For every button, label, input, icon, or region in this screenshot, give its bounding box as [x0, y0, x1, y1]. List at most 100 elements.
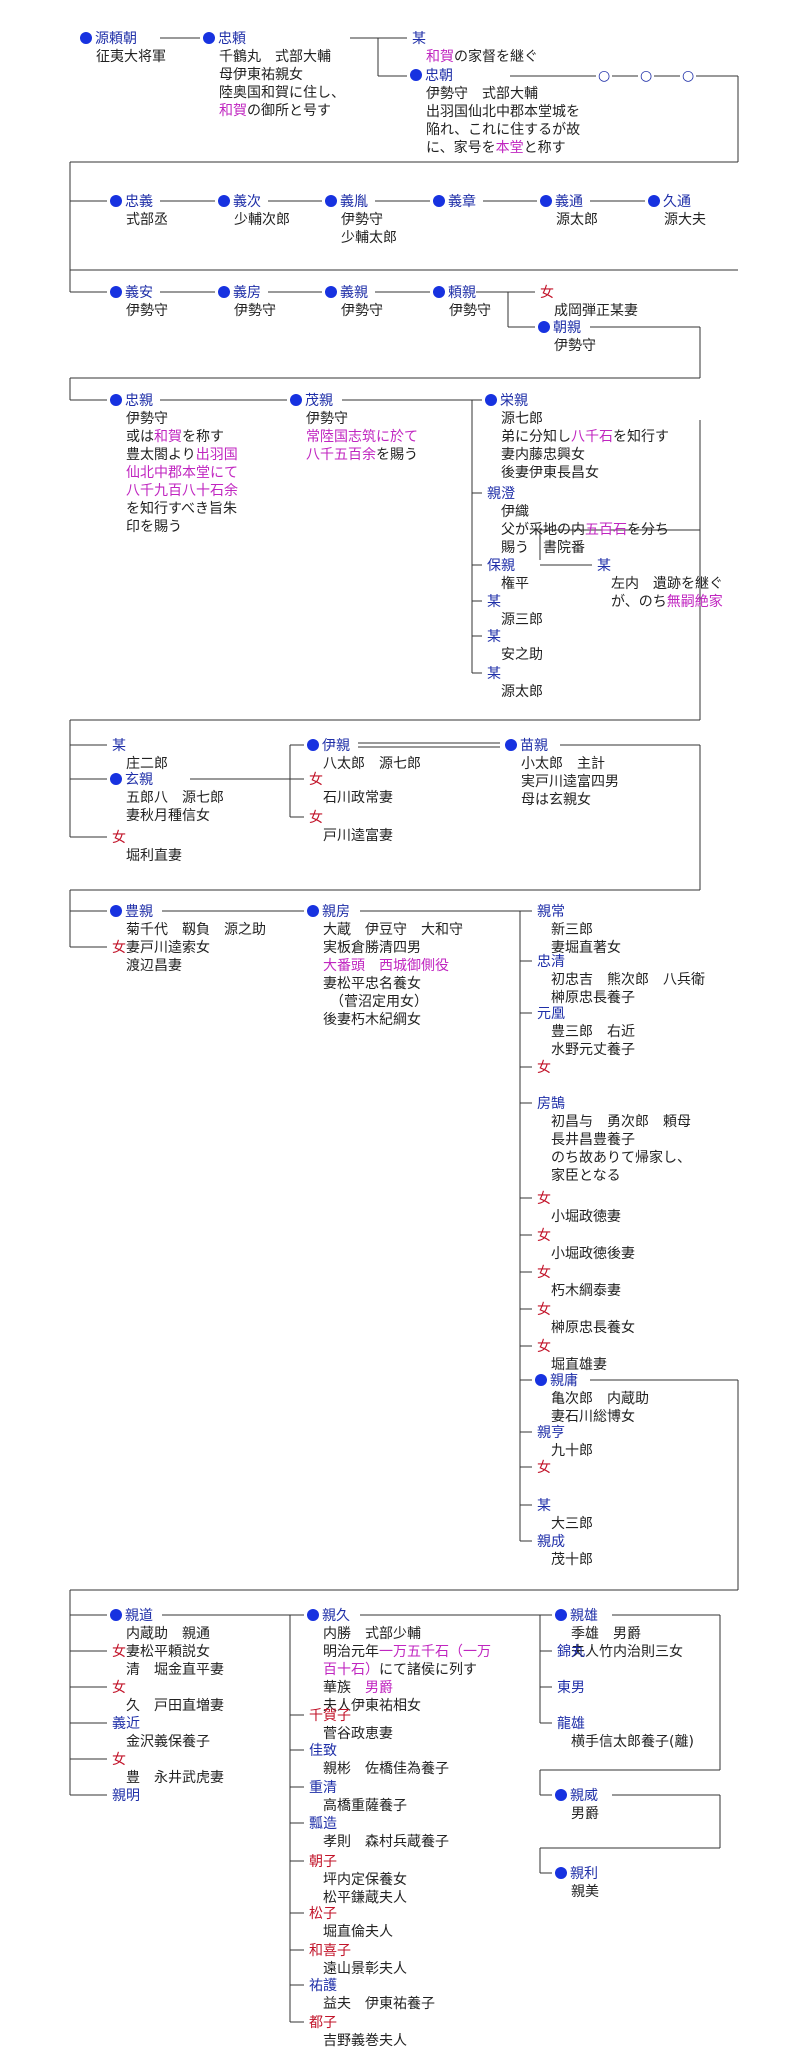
detail-text: にて諸侯に列す	[379, 1662, 477, 1678]
person-detail-line: 水野元丈養子	[551, 1041, 635, 1058]
detail-text: 孝則 森村兵蔵養子	[323, 1833, 449, 1850]
detail-text: 少輔太郎	[341, 230, 397, 246]
person-detail-line: 権平	[501, 575, 529, 592]
person-detail-line: 陸奥国和賀に住し、	[219, 84, 345, 101]
detail-text: 豊三郎 右近	[551, 1024, 635, 1040]
detail-text: 清 堀金直平妻	[126, 1661, 224, 1678]
detail-text: 伊織	[501, 504, 529, 520]
heir-marker-icon	[555, 1867, 567, 1879]
person-detail-line: 伊織	[501, 504, 529, 520]
person-detail-line: 妻石川総博女	[551, 1408, 635, 1425]
person-detail-line: 坪内定保養女	[323, 1871, 407, 1888]
detail-text: のち故ありて帰家し、	[551, 1149, 691, 1166]
person-detail-line: 伊勢守	[126, 303, 168, 319]
person-name: 錦丸	[557, 1643, 585, 1660]
person-name: 義章	[448, 193, 476, 210]
person-detail-line: 八千五百余を賜う	[306, 446, 418, 463]
person-name: 親成	[537, 1534, 565, 1550]
detail-text: 菊千代 靱負 源之助	[126, 922, 266, 938]
detail-text: 金沢義保養子	[126, 1733, 210, 1750]
person-detail-line: 源大夫	[664, 212, 706, 228]
person-detail-line: が、のち無嗣絶家	[611, 593, 723, 610]
heir-marker-icon	[555, 1789, 567, 1801]
heir-marker-icon	[325, 286, 337, 298]
heir-marker-icon	[540, 195, 552, 207]
person-detail-line: 明治元年一万五千石（一万	[323, 1644, 491, 1660]
placeholder-mark: ○	[640, 68, 652, 84]
detail-text: 源太郎	[501, 684, 543, 700]
heir-marker-icon	[110, 195, 122, 207]
person-detail-line: 華族 男爵	[323, 1680, 393, 1696]
person-name: 女	[112, 939, 126, 956]
person-detail-line: 妻松平忠名養女	[323, 975, 421, 992]
person-name: 栄親	[500, 393, 528, 409]
person-name: 豊親	[125, 904, 153, 920]
person-detail-line: 百十石）にて諸侯に列す	[323, 1662, 477, 1678]
person-detail-line: 益夫 伊東祐養子	[323, 1995, 435, 2012]
detail-text: 後妻伊東長昌女	[501, 464, 599, 481]
person-detail-line: 夫人竹内治則三女	[571, 1643, 683, 1660]
person-name: 千賀子	[309, 1708, 351, 1724]
person-detail-line: 大三郎	[551, 1516, 593, 1532]
detail-text: 小太郎 主計	[521, 756, 605, 772]
detail-text: を賜う	[376, 447, 418, 463]
detail-text: 新三郎	[551, 922, 593, 938]
detail-text: 伊勢守	[341, 212, 383, 228]
highlight-text: 仙北中郡本堂にて	[126, 465, 238, 481]
node-n52: 女清 堀金直平妻	[112, 1643, 224, 1678]
person-detail-line: 伊勢守	[234, 303, 276, 319]
person-detail-line: 伊勢守 式部大輔	[426, 86, 538, 102]
person-name: 東男	[557, 1680, 585, 1696]
detail-text: 母伊東祐親女	[219, 66, 303, 83]
person-detail-line: 大番頭 西城御側役	[323, 958, 449, 974]
highlight-text: 本堂	[496, 140, 524, 156]
detail-text: 遠山景彰夫人	[323, 1960, 407, 1977]
person-detail-line: 妻秋月種信女	[126, 807, 210, 824]
person-name: 忠朝	[425, 68, 453, 84]
detail-text: 伊勢守	[126, 303, 168, 319]
detail-text: 渡辺昌妻	[126, 958, 182, 974]
detail-text: 久 戸田直増妻	[126, 1697, 224, 1714]
person-detail-line: 久 戸田直増妻	[126, 1697, 224, 1714]
person-detail-line: 伊勢守	[341, 303, 383, 319]
person-name: 忠義	[125, 193, 153, 210]
person-name: 松子	[309, 1906, 337, 1922]
person-detail-line: 茂十郎	[551, 1551, 593, 1568]
detail-text: 家臣となる	[551, 1167, 621, 1184]
detail-text: 成岡弾正某妻	[554, 303, 638, 319]
heir-marker-icon	[307, 1609, 319, 1621]
highlight-text: 八千石	[571, 429, 613, 445]
person-detail-line: 男爵	[571, 1806, 599, 1822]
person-detail-line: 松平鎌蔵夫人	[323, 1890, 407, 1906]
person-name: 伊親	[322, 738, 350, 754]
person-detail-line: 菅谷政恵妻	[323, 1726, 393, 1742]
person-detail-line: 榊原忠長養女	[551, 1319, 635, 1336]
person-detail-line: 季雄 男爵	[571, 1626, 641, 1642]
detail-text: 伊勢守	[554, 338, 596, 354]
person-detail-line: 小堀政徳妻	[551, 1209, 621, 1225]
person-detail-line: 源七郎	[501, 411, 543, 427]
highlight-text: 百十石）	[323, 1662, 379, 1678]
detail-text: 内蔵助 親通	[126, 1626, 210, 1642]
person-detail-line: 吉野義巻夫人	[323, 2032, 407, 2049]
person-name: 朝親	[553, 320, 581, 336]
